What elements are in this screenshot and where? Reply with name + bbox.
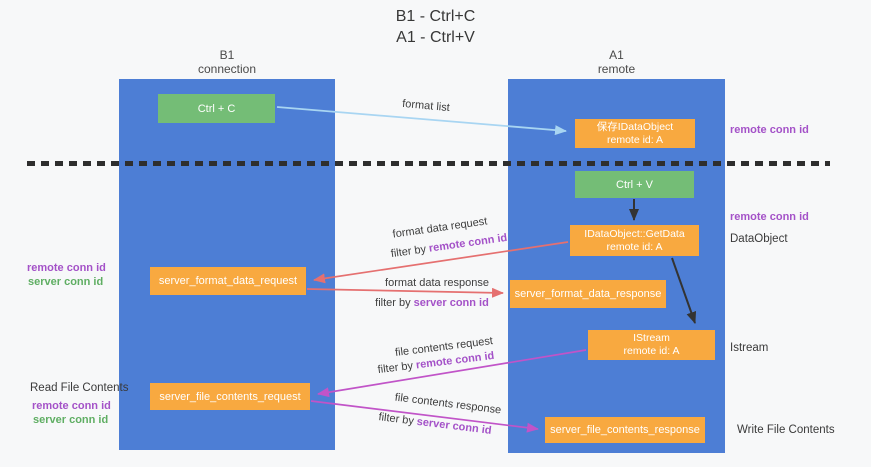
node-save-idataobject: 保存IDataObject remote id: A — [575, 119, 695, 148]
lane-header-a1: A1 remote — [508, 48, 725, 76]
lane-a1-subtitle: remote — [597, 62, 636, 76]
lane-b1-name: B1 — [219, 48, 235, 62]
node-ctrl-c-label: Ctrl + C — [197, 102, 236, 115]
label-remote-conn-id-right-mid: remote conn id — [730, 211, 809, 223]
label-server-conn-id-left-1: server conn id — [28, 276, 104, 288]
diagram-title: B1 - Ctrl+C A1 - Ctrl+V — [0, 6, 871, 48]
lane-b1-subtitle: connection — [197, 62, 257, 76]
title-line-2: A1 - Ctrl+V — [396, 29, 475, 46]
label-file-contents-response: file contents response — [394, 391, 502, 417]
remote-conn-id-keyword: remote conn id — [428, 231, 508, 255]
node-server-file-contents-response-label: server_file_contents_response — [550, 424, 700, 436]
node-server-format-data-response-label: server_format_data_response — [514, 288, 662, 300]
node-istream-line1: IStream — [633, 332, 670, 344]
session-separator-dashed-line — [27, 161, 830, 166]
filter-by-text: filter by — [377, 359, 414, 377]
label-read-file-contents: Read File Contents — [30, 382, 129, 394]
filter-by-text: filter by — [375, 297, 411, 309]
label-write-file-contents: Write File Contents — [737, 424, 835, 436]
node-server-format-data-response: server_format_data_response — [510, 280, 666, 308]
node-save-idataobject-line2: remote id: A — [606, 133, 664, 146]
node-server-file-contents-request: server_file_contents_request — [150, 383, 310, 410]
node-server-file-contents-request-label: server_file_contents_request — [159, 390, 301, 403]
label-remote-conn-id-left-1: remote conn id — [27, 262, 106, 274]
node-server-format-data-request-label: server_format_data_request — [158, 275, 298, 287]
node-ctrl-v: Ctrl + V — [575, 171, 694, 198]
server-conn-id-keyword: server conn id — [416, 415, 493, 437]
label-istream-side: Istream — [730, 342, 769, 354]
server-conn-id-keyword: server conn id — [413, 297, 489, 309]
node-server-file-contents-response: server_file_contents_response — [545, 417, 705, 443]
label-format-data-response: format data response — [385, 277, 489, 289]
filter-by-text: filter by — [390, 243, 427, 261]
filter-by-text: filter by — [377, 411, 415, 428]
lane-header-b1: B1 connection — [119, 48, 335, 76]
node-getdata-line1: IDataObject::GetData — [584, 227, 685, 240]
label-server-conn-id-left-2: server conn id — [33, 414, 109, 426]
node-idataobject-getdata: IDataObject::GetData remote id: A — [570, 225, 699, 256]
label-dataobject: DataObject — [730, 233, 788, 245]
node-server-format-data-request: server_format_data_request — [150, 267, 306, 295]
label-remote-conn-id-left-2: remote conn id — [32, 400, 111, 412]
node-istream-line2: remote id: A — [623, 345, 680, 357]
node-save-idataobject-line1: 保存IDataObject — [596, 120, 674, 133]
label-format-list: format list — [401, 97, 451, 115]
label-remote-conn-id-right-top: remote conn id — [730, 124, 809, 136]
node-ctrl-c: Ctrl + C — [158, 94, 275, 123]
lane-a1-name: A1 — [609, 48, 624, 62]
arrow-format-data-response — [306, 287, 504, 298]
title-line-1: B1 - Ctrl+C — [395, 8, 476, 25]
node-istream: IStream remote id: A — [588, 330, 715, 360]
node-getdata-line2: remote id: A — [606, 240, 663, 253]
node-ctrl-v-label: Ctrl + V — [616, 178, 653, 191]
